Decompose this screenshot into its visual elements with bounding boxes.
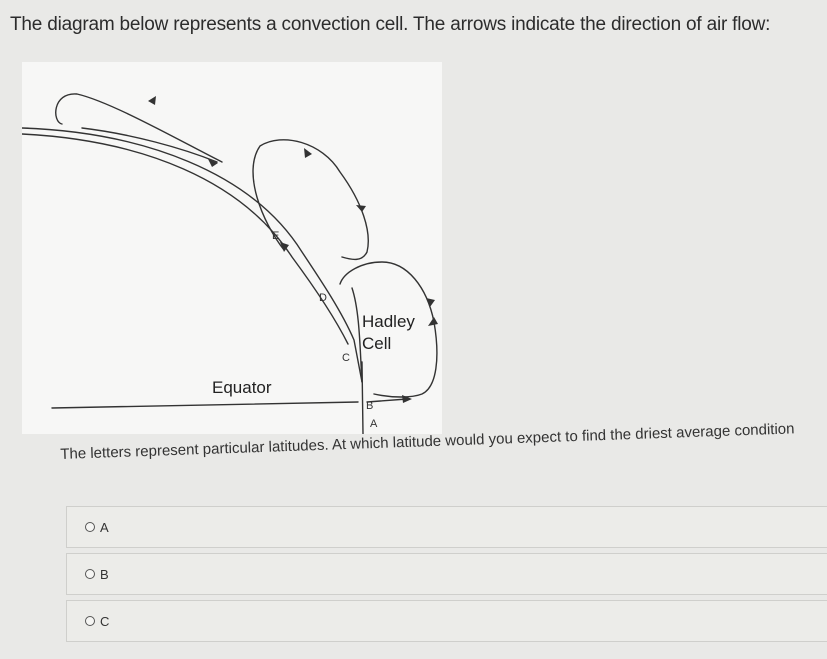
equator-label: Equator — [212, 378, 272, 397]
ferrel-cell-loop — [252, 139, 369, 261]
polar-cell-lower — [81, 127, 218, 163]
label-A: A — [370, 418, 378, 430]
choice-label: B — [100, 566, 109, 582]
equator-line — [51, 401, 359, 409]
choice-c[interactable]: C — [66, 600, 827, 642]
convection-cell-diagram: E D C B A Hadley Cell Equator — [22, 62, 442, 434]
earth-surface-inner — [22, 133, 349, 345]
diagram-drawing — [22, 93, 438, 434]
arrowhead-6 — [402, 395, 412, 403]
polar-cell-loop — [55, 93, 223, 163]
label-D: D — [319, 292, 327, 304]
hadley-label-line2: Cell — [362, 334, 392, 353]
hadley-label-line1: Hadley — [362, 312, 415, 331]
label-B: B — [366, 400, 374, 412]
arrowhead-8 — [426, 298, 435, 307]
radio-icon[interactable] — [85, 616, 95, 626]
arrowhead-7 — [280, 242, 289, 252]
earth-surface-outer — [22, 127, 363, 383]
radio-icon[interactable] — [85, 569, 95, 579]
arrowhead-3 — [304, 148, 312, 158]
label-C: C — [342, 352, 350, 364]
choice-label: C — [100, 613, 110, 629]
arrowhead-2 — [208, 159, 218, 167]
arrowhead-1 — [148, 96, 156, 105]
surface-return-arrow — [366, 398, 408, 403]
radio-icon[interactable] — [85, 522, 95, 532]
choice-b[interactable]: B — [66, 553, 827, 595]
arrowhead-4 — [356, 205, 366, 212]
choice-label: A — [100, 519, 109, 535]
arrowhead-5 — [428, 317, 438, 326]
hadley-cell-inner — [351, 287, 363, 383]
question-text: The diagram below represents a convectio… — [10, 14, 771, 35]
label-E: E — [272, 230, 280, 242]
choice-a[interactable]: A — [66, 506, 827, 548]
